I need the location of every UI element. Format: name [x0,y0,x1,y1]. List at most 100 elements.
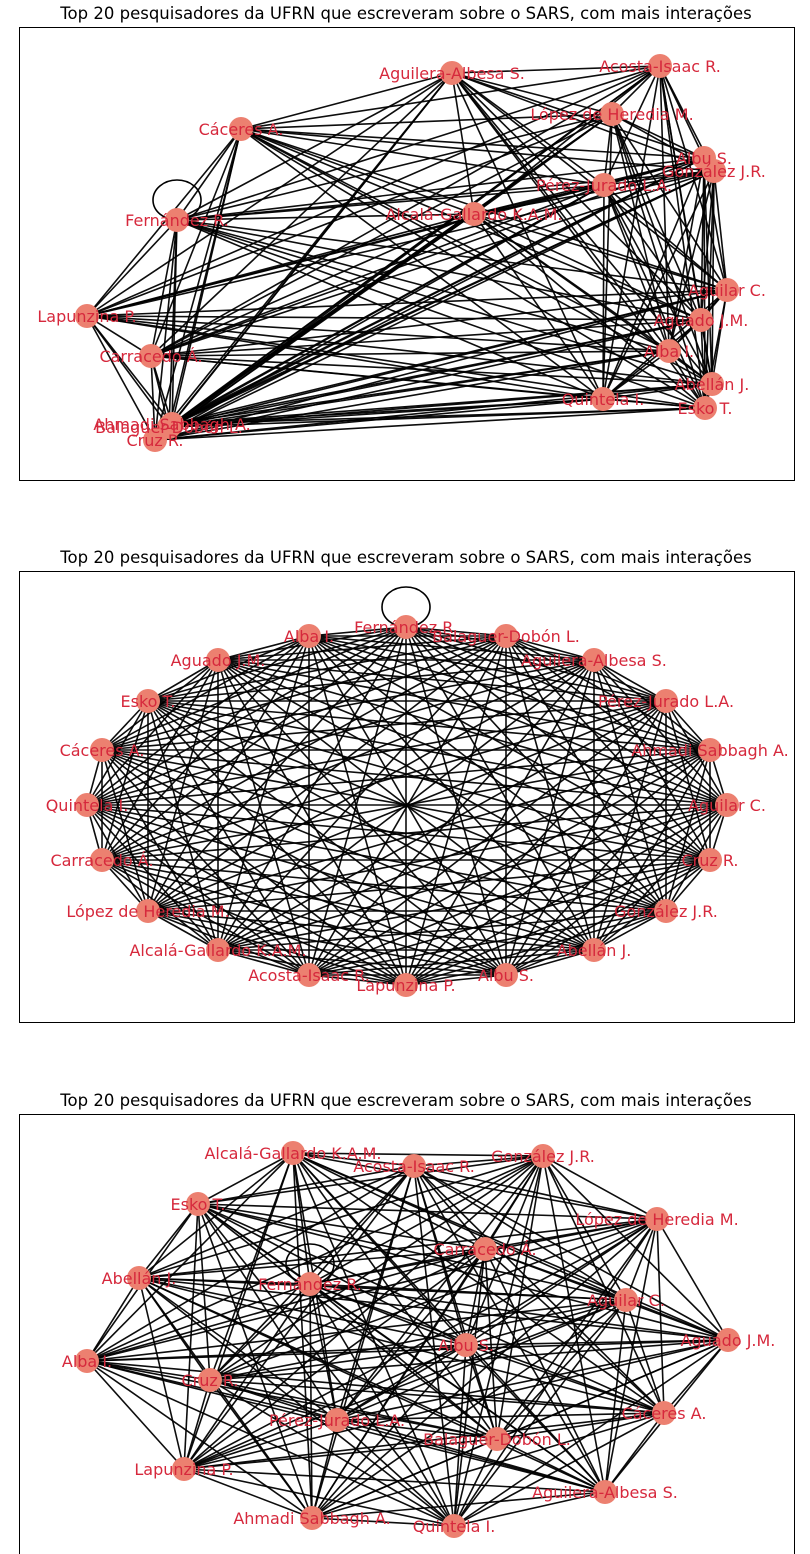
edge [147,700,407,986]
edge [209,1299,627,1381]
edge [453,1339,729,1527]
edge [86,804,711,861]
edge [147,700,219,951]
network-node [485,1427,509,1451]
network-node [494,624,518,648]
edge [308,635,711,861]
edge [453,1218,658,1527]
edge [308,635,595,661]
edge [413,1165,729,1341]
panel-2-title: Top 20 pesquisadores da UFRN que escreve… [59,548,751,567]
edge [308,635,507,976]
node-label: Esko T. [121,692,176,711]
edge [240,128,475,215]
node-label: Ahmadi Sabbagh A. [233,1509,390,1528]
edge [147,659,595,912]
edge [217,949,310,976]
edge [86,1360,455,1527]
edge [209,1379,606,1493]
edge [308,626,407,637]
edge [86,289,728,317]
node-label: Acosta-Isaac R. [599,57,721,76]
edge [484,1248,606,1493]
edge [147,700,728,806]
edge [336,1339,729,1421]
panel-2-nodes [75,615,739,997]
edge [311,1419,338,1519]
edge [101,749,149,912]
node-label: Cruz R. [181,1371,238,1390]
edge [496,1438,606,1493]
network-node [139,344,163,368]
edge [86,184,605,317]
edge [147,700,595,951]
edge [217,659,507,976]
edge [101,749,728,806]
node-label: López de Heredia M. [530,105,693,124]
edge [405,626,507,637]
network-node [654,689,678,713]
edge [217,659,667,702]
edge [625,1299,729,1341]
node-label: Aguilera-Albesa S. [532,1483,678,1502]
edge [86,219,178,317]
network-node [75,793,99,817]
network-node [297,963,321,987]
edge [217,659,711,751]
edge [147,626,407,702]
edge [147,910,595,951]
edge [451,72,702,321]
network-node [698,848,722,872]
edge [101,749,219,951]
edge [311,1165,415,1519]
panel-2-frame [19,571,795,1023]
edge [413,1165,665,1414]
edge [168,319,702,428]
edge [473,213,604,400]
edge [336,1419,606,1493]
edge [217,804,728,951]
edge [168,219,178,428]
edge [496,1412,665,1440]
network-node [127,1266,151,1290]
node-label: Alcalá-Gallardo K.A.M. [204,1144,381,1163]
edge [217,635,507,661]
edge [183,1218,658,1470]
edge [176,219,670,352]
edge [86,659,595,806]
edge [308,859,711,976]
edge [197,1155,544,1205]
network-node [186,1192,210,1216]
edge [154,72,453,441]
edge [147,635,310,912]
panel-3-frame [19,1114,795,1554]
edge [217,635,507,951]
network-node [198,1368,222,1392]
edge [86,804,149,912]
edge [101,859,219,951]
edge [183,1468,313,1519]
edge [309,1283,338,1421]
edge [665,749,711,912]
edge [154,128,242,441]
node-label: López de Heredia M. [66,902,229,921]
edge [505,749,711,976]
edge [176,65,661,221]
edge [405,635,507,986]
edge [150,350,670,357]
network-node [693,396,717,420]
node-label: Cáceres A. [622,1404,707,1423]
edge [413,1165,486,1250]
edge [465,1248,486,1346]
edge [656,1218,729,1341]
edge [101,859,310,976]
edge [101,749,667,912]
network-node [394,615,418,639]
node-label: Fernández R. [258,1275,362,1294]
edge [311,1491,606,1519]
edge [453,1248,486,1527]
network-node [715,793,739,817]
node-label: Pérez-Jurado L.A. [598,692,734,711]
network-node [442,1514,466,1538]
edge [240,128,605,186]
